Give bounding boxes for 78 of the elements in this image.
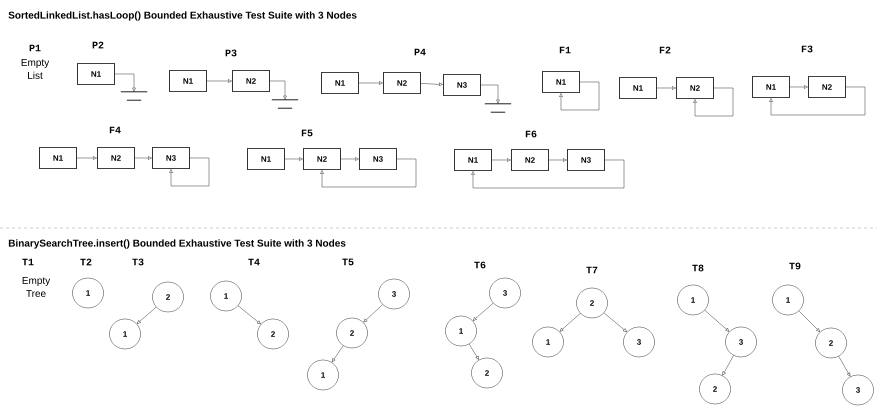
arrow [420, 82, 443, 86]
null-symbol [271, 99, 299, 109]
list-node-box: N2 [303, 148, 341, 170]
arrow [206, 79, 232, 83]
arrow [364, 304, 383, 322]
list-node-box: N1 [77, 63, 115, 85]
case-label: F4 [110, 126, 121, 134]
list-node-box: N1 [454, 149, 492, 171]
arrow [790, 85, 808, 89]
case-label: F6 [526, 130, 536, 138]
case-label: T4 [248, 258, 260, 266]
arrow [332, 345, 344, 362]
list-node-box: N1 [752, 76, 790, 98]
list-node-box: N2 [676, 77, 714, 99]
section-heading: BinarySearchTree.insert() Bounded Exhaustive Test Suite with 3 Nodes [8, 239, 346, 249]
arrow [560, 313, 581, 332]
arrow [284, 157, 303, 161]
arrow [548, 158, 567, 162]
arrow [480, 84, 500, 104]
arrow [769, 86, 866, 116]
case-label: T2 [80, 258, 92, 266]
arrow [468, 344, 479, 360]
arrow [492, 158, 511, 162]
case-label: T1 [22, 258, 34, 266]
arrow [76, 156, 97, 160]
arrow [704, 310, 730, 332]
list-node-box: N1 [619, 77, 657, 99]
list-node-box: N3 [359, 148, 397, 170]
arrow [559, 82, 600, 110]
case-label: T5 [342, 258, 354, 266]
arrow [114, 74, 136, 92]
arrow [238, 306, 261, 324]
case-label: P2 [92, 42, 104, 48]
arrow [656, 86, 676, 90]
arrow [838, 356, 850, 376]
arrow [320, 158, 416, 188]
case-label: P4 [414, 48, 426, 56]
case-label: F2 [660, 46, 670, 54]
section-heading: SortedLinkedList.hasLoop() Bounded Exhaustive Test Suite with 3 Nodes [8, 11, 357, 21]
list-node-box: N1 [542, 71, 580, 93]
arrow [358, 81, 383, 85]
case-label: T8 [692, 264, 704, 272]
arrow [134, 156, 152, 160]
case-label: P1 [30, 44, 41, 52]
list-node-box: N2 [511, 149, 549, 171]
arrow [472, 302, 494, 321]
null-symbol [484, 103, 512, 113]
null-symbol [120, 91, 148, 101]
arrow [270, 80, 287, 100]
list-node-box: N3 [152, 147, 190, 169]
list-node-box: N3 [567, 149, 605, 171]
case-label: T7 [586, 266, 598, 274]
case-label: F5 [302, 130, 312, 136]
case-label: F1 [560, 46, 571, 54]
case-label: F3 [802, 46, 812, 52]
list-node-box: N1 [39, 147, 77, 169]
list-node-box: N2 [383, 72, 421, 94]
case-label: P3 [226, 50, 236, 56]
list-node-box: N1 [169, 70, 207, 92]
arrow [798, 310, 820, 332]
list-node-box: N3 [443, 74, 481, 96]
arrow [136, 306, 156, 324]
case-label: T9 [789, 262, 800, 270]
case-note: Empty List [22, 59, 50, 79]
arrow [722, 355, 734, 376]
arrow [169, 158, 210, 186]
list-node-box: N2 [808, 76, 846, 98]
arrow [693, 88, 734, 116]
list-node-box: N2 [97, 147, 135, 169]
arrow [604, 312, 627, 332]
case-note: Empty Tree [22, 277, 50, 297]
list-node-box: N1 [321, 72, 359, 94]
list-node-box: N2 [232, 70, 270, 92]
case-label: T6 [474, 262, 486, 268]
list-node-box: N1 [247, 148, 285, 170]
arrow [340, 157, 359, 161]
arrow [471, 160, 624, 188]
case-label: T3 [132, 258, 144, 266]
